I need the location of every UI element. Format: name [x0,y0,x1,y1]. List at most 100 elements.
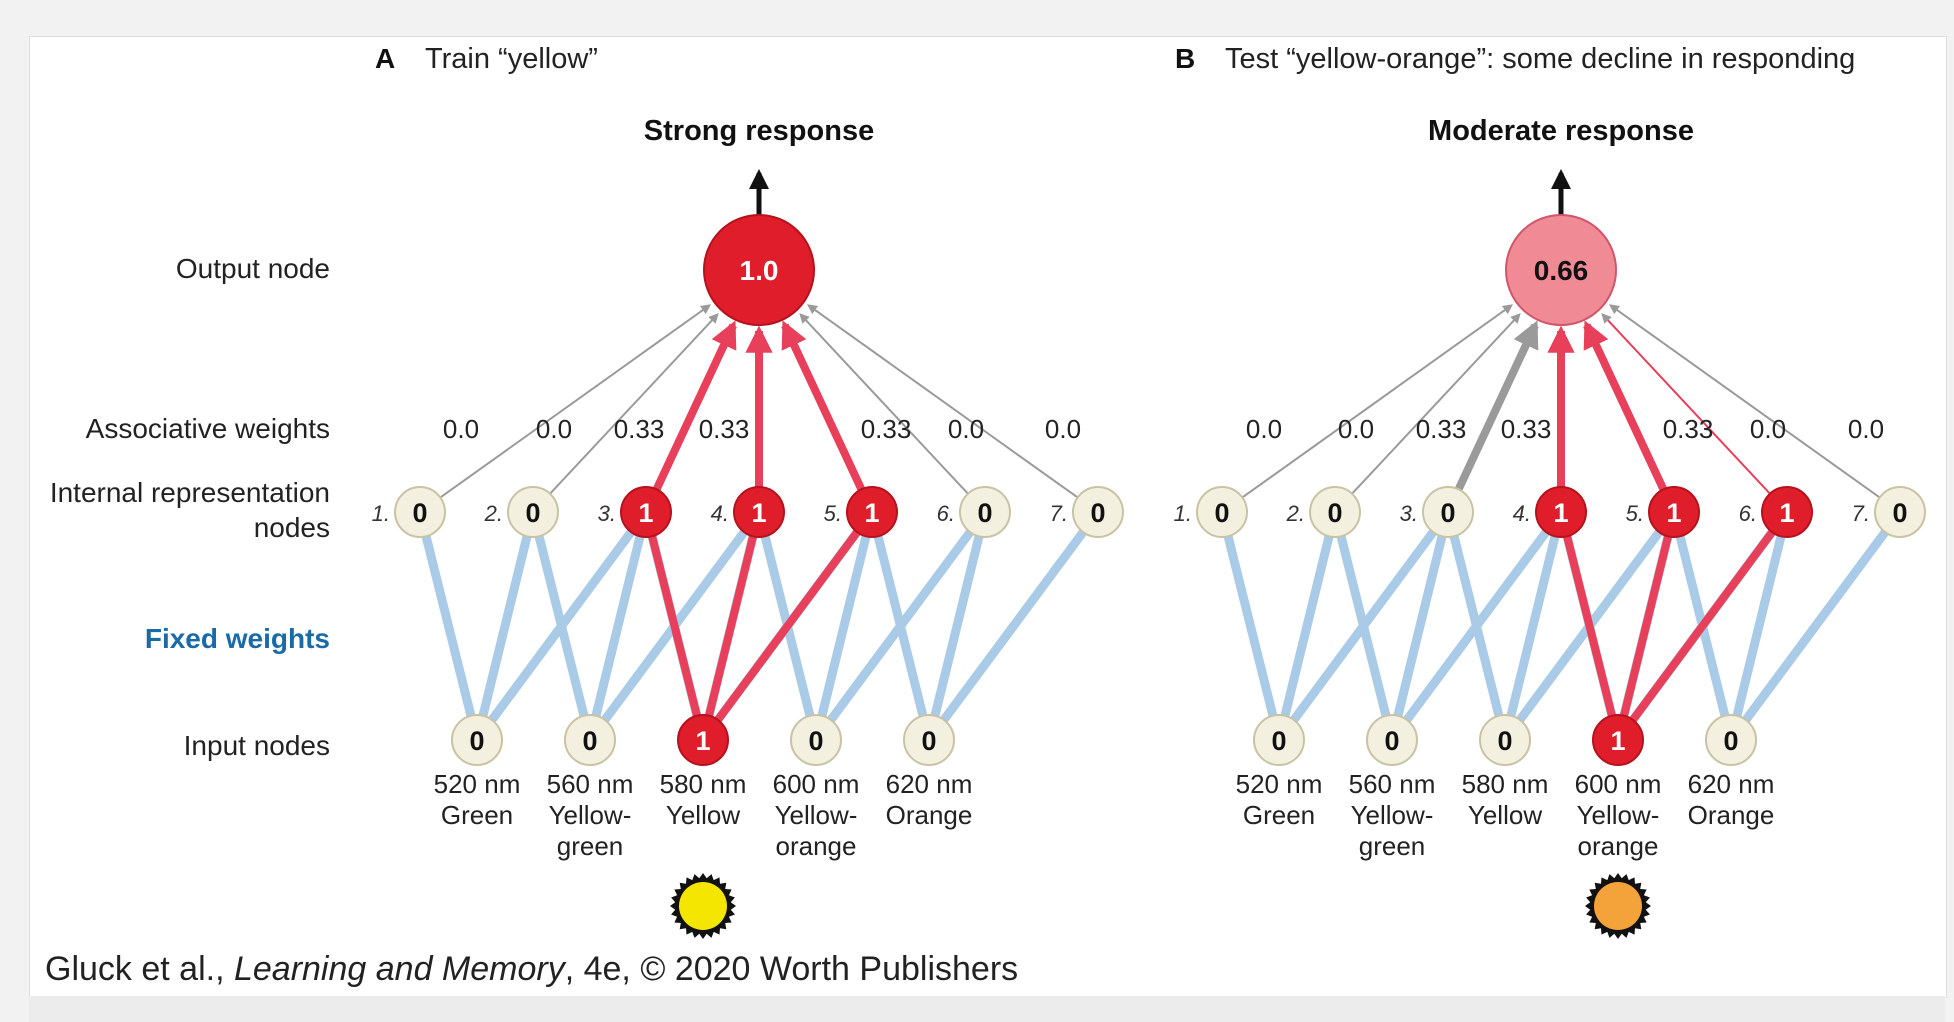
panel_a-input-value-2: 0 [582,726,597,756]
panel_b-internal-num-7: 7. [1852,501,1870,526]
panel_a-input-label-4: 600 nm [773,769,860,799]
panel_a-input-value-5: 0 [921,726,936,756]
panel_b-fixed-weight [1443,510,1510,742]
panel_a-input-label-5: 620 nm [886,769,973,799]
panel_a-assoc-label-6: 0.0 [948,414,984,444]
panel_b-internal-node-1 [1196,486,1248,538]
panel_a-assoc-weight-5 [781,320,866,492]
panel_a-assoc-weight-3 [652,320,737,492]
panel_b-input-label-5: Orange [1688,800,1775,830]
panel_a-letter: A [375,43,395,74]
panel_a-output-value: 1.0 [740,255,779,286]
caption-prefix: Gluck et al., [45,950,234,988]
panel_b-assoc-weight-2 [1351,313,1521,495]
panel_b-stimulus-light-icon [1594,882,1642,930]
panel_b-assoc-weight-6 [1601,313,1771,495]
figure-caption: Gluck et al., Learning and Memory, 4e, ©… [45,950,1018,989]
panel_b-input-value-3: 0 [1497,726,1512,756]
panel_a-internal-node-3 [620,486,672,538]
panel_b-assoc-label-5: 0.33 [1663,414,1714,444]
panel_b-internal-value-5: 1 [1666,498,1681,528]
panel_b-internal-num-1: 1. [1174,501,1192,526]
panel_b-input-value-1: 0 [1271,726,1286,756]
panel_a-input-node-3 [677,714,729,766]
panel_b-internal-value-6: 1 [1779,498,1794,528]
panel_a-input-label-2: Yellow- [549,800,632,830]
panel_a-internal-node-5 [846,486,898,538]
panel_a-input-label-1: 520 nm [434,769,521,799]
panel_a-stimulus-light-icon [679,882,727,930]
row-label-internal-1: Internal representation [50,477,330,508]
panel_b-input-value-2: 0 [1384,726,1399,756]
panel_a-assoc-label-1: 0.0 [443,414,479,444]
panel_b-input-value-4: 1 [1610,726,1625,756]
panel_a-internal-node-7 [1072,486,1124,538]
panel_a-internal-value-3: 1 [638,498,653,528]
panel_b-input-label-3: 580 nm [1462,769,1549,799]
panel_b-input-label-3: Yellow [1468,800,1542,830]
panel_a-input-value-3: 1 [695,726,710,756]
panel_a-fixed-weight-active [642,511,707,741]
panel_a-input-value-4: 0 [808,726,823,756]
panel_a-response-label: Strong response [644,115,874,147]
panel_a-internal-node-4 [733,486,785,538]
panel_b-response-label: Moderate response [1428,115,1694,147]
panel_a-internal-num-4: 4. [711,501,729,526]
panel_b-fixed-weight-active [1614,511,1678,741]
panel_b-assoc-weight-7 [1609,304,1881,499]
panel_b-input-node-1 [1253,714,1305,766]
panel_b-fixed-weight [1217,510,1284,742]
panel_b-internal-value-1: 0 [1214,498,1229,528]
panel_b-assoc-weight-5 [1583,320,1668,492]
row-label-internal-2: nodes [254,512,330,543]
panel_b-assoc-label-6: 0.0 [1750,414,1786,444]
panel_b-input-node-3 [1479,714,1531,766]
panel_b-internal-num-4: 4. [1513,501,1531,526]
panel_a-internal-num-3: 3. [598,501,616,526]
row-label-assoc: Associative weights [86,413,330,444]
panel_b-assoc-label-2: 0.0 [1338,414,1374,444]
panel_b-internal-value-4: 1 [1553,498,1568,528]
panel_b-assoc-weight-3 [1454,320,1539,492]
panel_a-input-label-3: Yellow [666,800,740,830]
panel_a-input-label-5: Orange [886,800,973,830]
panel_b-input-label-2: green [1359,831,1426,861]
panel_a-input-label-2: 560 nm [547,769,634,799]
panel_a-internal-value-5: 1 [864,498,879,528]
panel_b-internal-value-3: 0 [1440,498,1455,528]
panel_a-internal-num-5: 5. [824,501,842,526]
panel_b-input-value-5: 0 [1723,726,1738,756]
panel_b-input-node-2 [1366,714,1418,766]
panel_b-fixed-weight-active [1557,511,1622,741]
panel_b-input-label-4: Yellow- [1577,800,1660,830]
panel_a-input-node-4 [790,714,842,766]
panel_b-internal-num-5: 5. [1626,501,1644,526]
panel_b-internal-node-3 [1422,486,1474,538]
panel_b-internal-num-2: 2. [1286,501,1305,526]
panel_a-assoc-weight-7 [807,304,1079,499]
panel_a-internal-num-1: 1. [372,501,390,526]
panel_a-input-label-2: green [557,831,624,861]
panel_b-letter: B [1175,43,1195,74]
row-label-input: Input nodes [184,730,330,761]
panel_b-assoc-label-1: 0.0 [1246,414,1282,444]
panel_b-input-node-5 [1705,714,1757,766]
panel_a-input-node-1 [451,714,503,766]
panel_a-input-label-4: orange [776,831,857,861]
panel_a-internal-num-6: 6. [937,501,955,526]
panel_a-fixed-weight [867,510,934,742]
panel_b-fixed-weight [1726,510,1792,742]
panel_a-fixed-weight [925,509,1102,743]
panel_b-internal-node-2 [1309,486,1361,538]
panel_b-internal-value-7: 0 [1892,498,1907,528]
panel_a-fixed-weight [415,510,482,742]
panel_a-assoc-label-5: 0.33 [861,414,912,444]
panel_a-fixed-weight [924,510,990,742]
panel_b-internal-node-5 [1648,486,1700,538]
panel_a-assoc-weight-2 [549,313,719,495]
panel_b-input-label-1: 520 nm [1236,769,1323,799]
panel_b-input-label-5: 620 nm [1688,769,1775,799]
panel_a-internal-value-4: 1 [751,498,766,528]
